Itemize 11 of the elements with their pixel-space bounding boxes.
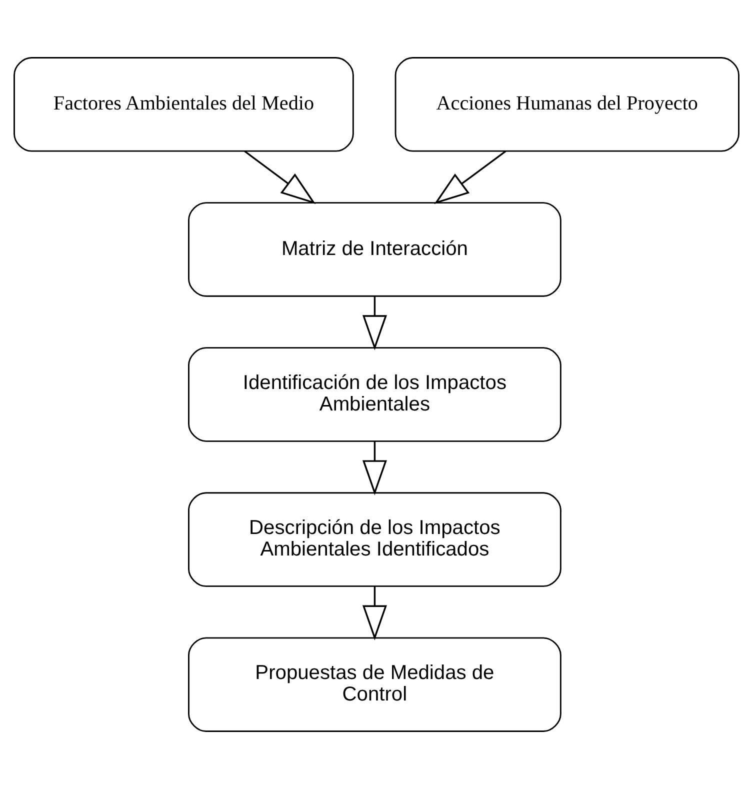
node-box: Descripción de los Impactos Ambientales Identificados <box>188 492 562 587</box>
arrow <box>362 441 387 496</box>
node-box: Acciones Humanas del Proyecto <box>394 57 740 152</box>
arrow <box>244 150 316 204</box>
node-box: Matriz de Interacción <box>188 202 562 297</box>
node-box: Factores Ambientales del Medio <box>14 57 354 152</box>
node-box: Identificación de los Impactos Ambientales <box>188 347 562 442</box>
arrow <box>362 296 387 350</box>
arrow <box>362 586 387 640</box>
arrow <box>434 150 506 204</box>
node-box: Propuestas de Medidas de Control <box>188 637 562 732</box>
